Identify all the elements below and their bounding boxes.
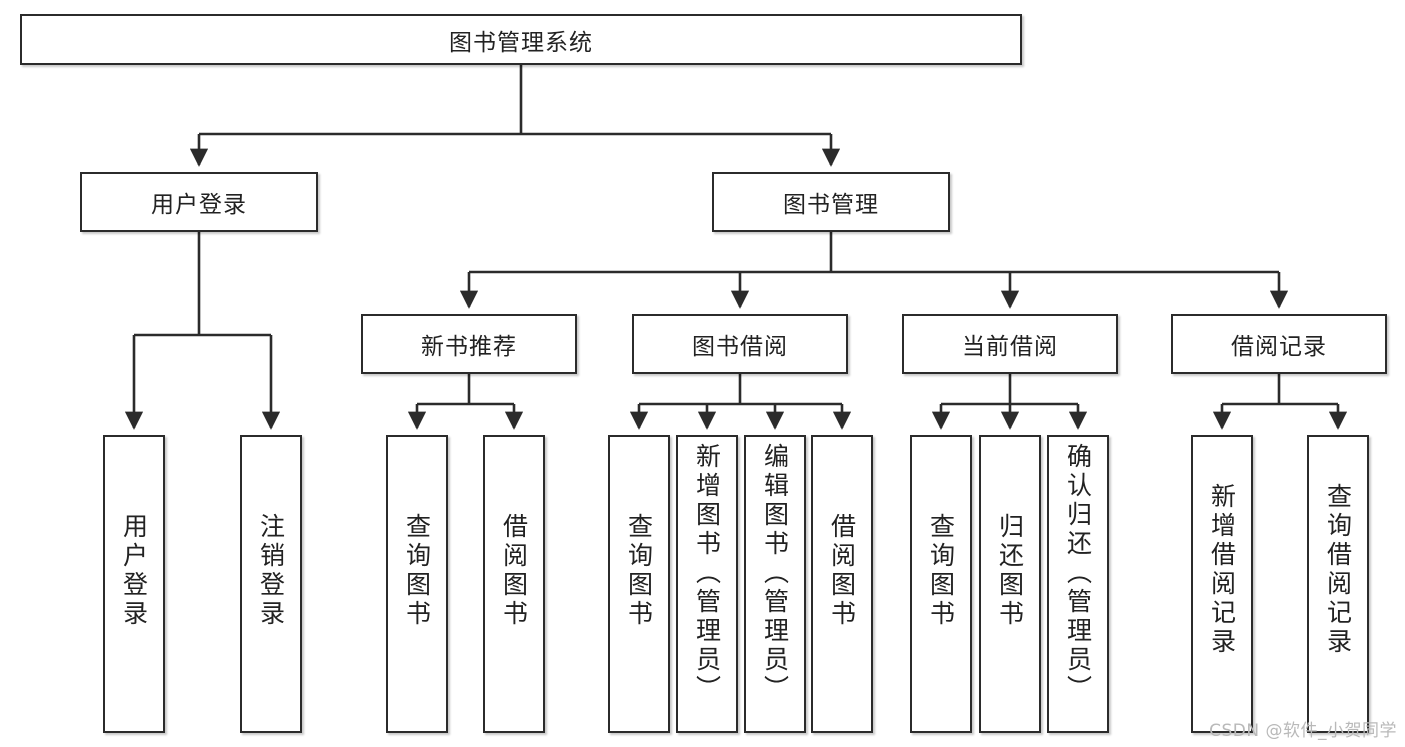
- leaf-label: 用户登录: [119, 513, 149, 629]
- leaf-borrow-record-1[interactable]: 新增借阅记录: [1191, 435, 1253, 733]
- leaf-label: 借阅图书: [499, 513, 529, 629]
- leaf-book-borrow-2[interactable]: 新增图书（管理员）: [676, 435, 738, 733]
- leaf-current-borrow-1[interactable]: 查询图书: [910, 435, 972, 733]
- leaf-label: 编辑图书（管理员）: [760, 443, 790, 704]
- leaf-label: 查询借阅记录: [1323, 483, 1353, 657]
- node-new-book-recommend-label: 新书推荐: [421, 334, 517, 360]
- leaf-borrow-record-2[interactable]: 查询借阅记录: [1307, 435, 1369, 733]
- leaf-label: 新增借阅记录: [1207, 483, 1237, 657]
- leaf-label: 确认归还（管理员）: [1063, 443, 1093, 704]
- node-current-borrow-label: 当前借阅: [962, 334, 1058, 360]
- leaf-current-borrow-2[interactable]: 归还图书: [979, 435, 1041, 733]
- leaf-book-borrow-3[interactable]: 编辑图书（管理员）: [744, 435, 806, 733]
- node-new-book-recommend[interactable]: 新书推荐: [361, 314, 577, 374]
- leaf-user-login-2[interactable]: 注销登录: [240, 435, 302, 733]
- leaf-user-login-1[interactable]: 用户登录: [103, 435, 165, 733]
- node-book-borrow-label: 图书借阅: [692, 334, 788, 360]
- node-borrow-record[interactable]: 借阅记录: [1171, 314, 1387, 374]
- leaf-new-book-1[interactable]: 查询图书: [386, 435, 448, 733]
- watermark-text: CSDN @软件_小贺同学: [1209, 721, 1397, 741]
- leaf-new-book-2[interactable]: 借阅图书: [483, 435, 545, 733]
- leaf-label: 查询图书: [926, 513, 956, 629]
- leaf-label: 查询图书: [402, 513, 432, 629]
- node-user-login-label: 用户登录: [151, 192, 247, 218]
- leaf-book-borrow-4[interactable]: 借阅图书: [811, 435, 873, 733]
- leaf-label: 归还图书: [995, 513, 1025, 629]
- leaf-label: 查询图书: [624, 513, 654, 629]
- node-root[interactable]: 图书管理系统: [20, 14, 1022, 65]
- node-current-borrow[interactable]: 当前借阅: [902, 314, 1118, 374]
- node-book-manage[interactable]: 图书管理: [712, 172, 950, 232]
- node-book-borrow[interactable]: 图书借阅: [632, 314, 848, 374]
- node-root-label: 图书管理系统: [449, 29, 593, 56]
- node-borrow-record-label: 借阅记录: [1231, 334, 1327, 360]
- leaf-label: 注销登录: [256, 513, 286, 629]
- leaf-label: 借阅图书: [827, 513, 857, 629]
- leaf-book-borrow-1[interactable]: 查询图书: [608, 435, 670, 733]
- leaf-label: 新增图书（管理员）: [692, 443, 722, 704]
- leaf-current-borrow-3[interactable]: 确认归还（管理员）: [1047, 435, 1109, 733]
- node-book-manage-label: 图书管理: [783, 192, 879, 218]
- node-user-login[interactable]: 用户登录: [80, 172, 318, 232]
